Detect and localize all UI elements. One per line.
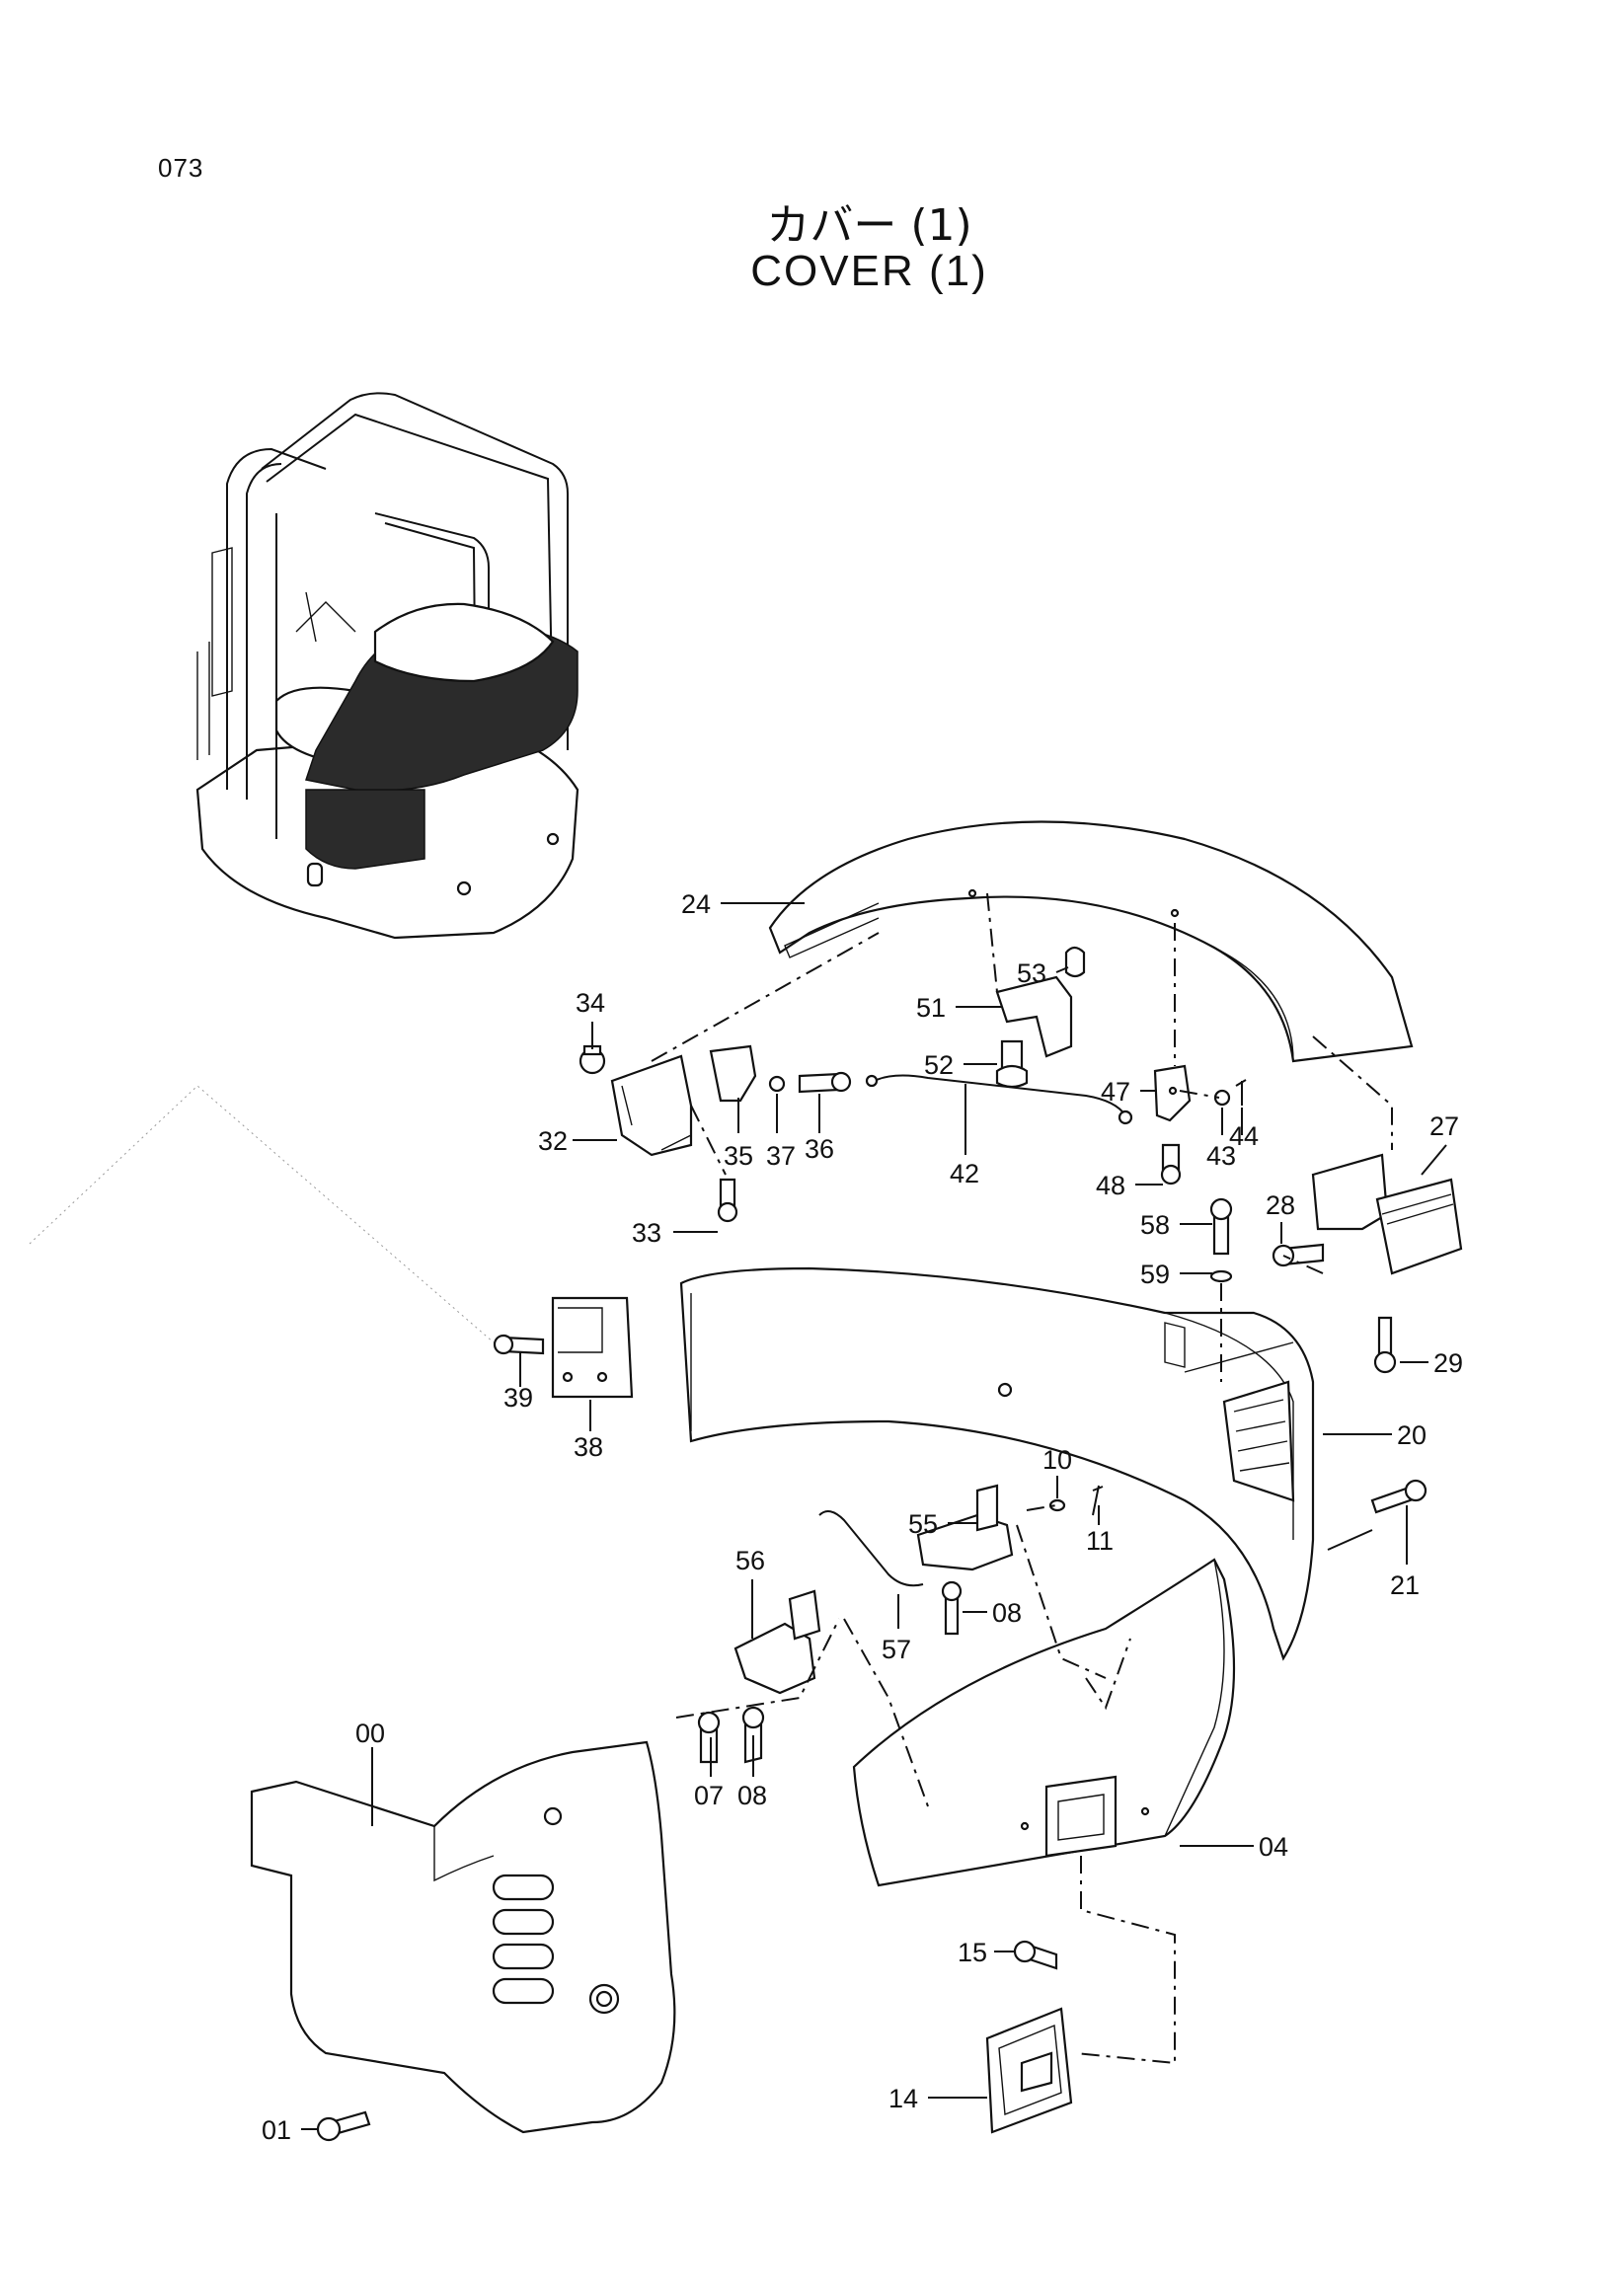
part-47-bracket [1153,1064,1247,1186]
callout-07: 07 [694,1781,724,1810]
callout-11: 11 [1086,1526,1114,1556]
callout-01: 01 [262,2115,291,2145]
callout-44: 44 [1229,1121,1259,1151]
part-24-top-cover [768,820,1414,1063]
part-27-hinge [1272,1153,1463,1374]
callout-labels: 24 53 51 52 34 32 35 37 36 33 42 47 48 4… [262,889,1463,2145]
part-58-59-bolt-washer [1209,1197,1233,1283]
callout-35: 35 [724,1141,753,1171]
title-japanese: カバー (1) [766,200,972,251]
callout-52: 52 [924,1050,954,1080]
part-00-front-cover [250,1740,676,2134]
part-42-rod [865,1074,1133,1125]
callout-39: 39 [503,1383,533,1413]
callout-43: 43 [1206,1141,1236,1171]
callout-27: 27 [1429,1111,1459,1141]
callout-36: 36 [805,1134,834,1164]
assembly-center-lines [651,892,1393,2065]
callout-08-lower: 08 [737,1781,767,1810]
part-14-latch-plate [985,1940,1073,2134]
callout-29: 29 [1433,1348,1463,1378]
title-english: COVER (1) [750,247,988,295]
callout-58: 58 [1140,1210,1170,1240]
callout-37: 37 [766,1141,796,1171]
callout-42: 42 [950,1159,979,1188]
callout-08-upper: 08 [992,1598,1022,1628]
part-51-bracket [995,946,1086,1089]
callout-20: 20 [1397,1420,1427,1450]
callout-15: 15 [958,1938,987,1967]
callout-47: 47 [1101,1077,1130,1107]
callout-59: 59 [1140,1260,1170,1289]
callout-48: 48 [1096,1171,1125,1200]
machine-overview-illustration [195,392,579,940]
callout-24: 24 [681,889,711,919]
part-01-bolt [316,2110,371,2142]
callout-57: 57 [882,1635,911,1664]
part-04-side-cover [852,1558,1236,1887]
callout-51: 51 [916,993,946,1023]
part-20-rear-cover [679,1266,1315,1661]
callout-53: 53 [1017,958,1046,988]
part-32-bracket-assembly [579,1044,852,1223]
part-55-latch-assembly [818,1484,1104,1636]
callout-38: 38 [574,1432,603,1462]
callout-28: 28 [1266,1190,1295,1220]
callout-04: 04 [1259,1832,1288,1862]
callout-32: 32 [538,1126,568,1156]
callout-21: 21 [1390,1570,1420,1600]
page-number: 073 [158,153,204,183]
callout-00: 00 [355,1719,385,1748]
part-38-plate [493,1296,634,1399]
part-56-latch [697,1589,821,1764]
callout-10: 10 [1042,1445,1072,1475]
callout-34: 34 [576,988,605,1018]
callout-leaders [301,902,1447,2130]
callout-55: 55 [908,1509,938,1539]
callout-33: 33 [632,1218,661,1248]
callout-14: 14 [888,2084,918,2113]
callout-56: 56 [735,1546,765,1575]
part-21-bolt [1370,1479,1427,1514]
